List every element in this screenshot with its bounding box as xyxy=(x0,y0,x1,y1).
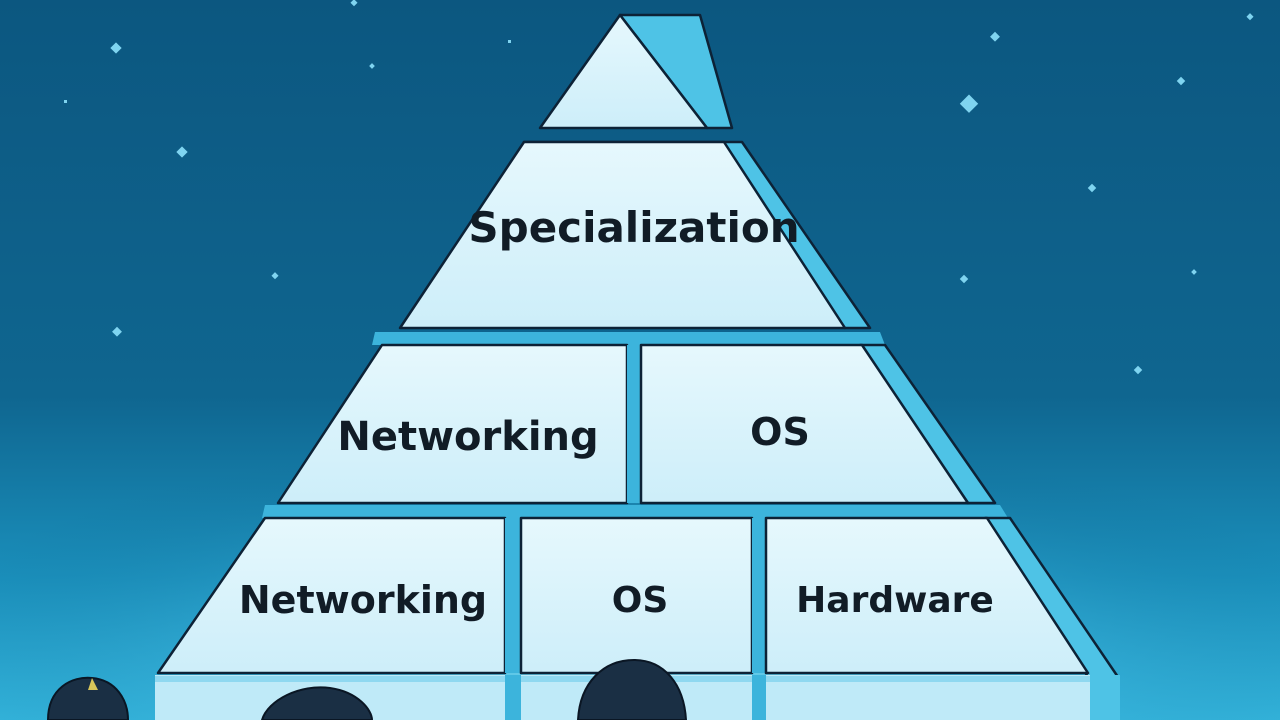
specialization-label: Specialization xyxy=(468,203,799,252)
tier3-networking-label: Networking xyxy=(337,414,598,460)
pyramid-tier-4: Networking OS Hardware xyxy=(156,505,1120,679)
sparkle-icon xyxy=(271,272,279,280)
tier3-block-os xyxy=(639,343,970,505)
sparkle-icon xyxy=(112,326,122,337)
tier3-os-label: OS xyxy=(750,410,810,454)
sparkle-icon xyxy=(508,40,511,43)
pyramid-tier-3: Networking OS xyxy=(276,332,997,505)
sparkle-icon xyxy=(1133,365,1143,375)
sparkle-icon xyxy=(990,31,1000,42)
student-head-icons xyxy=(46,658,688,720)
sparkle-icon xyxy=(959,94,979,113)
student-head-icon xyxy=(88,678,98,690)
sparkle-icon xyxy=(64,100,67,103)
sparkle-icon xyxy=(1191,269,1197,275)
sparkle-icon xyxy=(350,0,358,7)
sparkle-icons xyxy=(64,0,1254,375)
sparkle-icon xyxy=(176,146,188,158)
sparkle-icon xyxy=(110,42,122,54)
tier4-block-hardware xyxy=(764,516,1090,675)
tier4-os-label: OS xyxy=(612,580,669,621)
pyramid-apex xyxy=(538,13,734,130)
student-head-icon xyxy=(260,686,374,720)
student-head-icon xyxy=(576,658,688,720)
tier4-hardware-label: Hardware xyxy=(796,580,994,621)
tier4-networking-label: Networking xyxy=(239,578,487,622)
sparkle-icon xyxy=(959,274,969,284)
student-head-icon xyxy=(46,676,130,720)
pyramid-tier-specialization: Specialization xyxy=(398,140,872,330)
